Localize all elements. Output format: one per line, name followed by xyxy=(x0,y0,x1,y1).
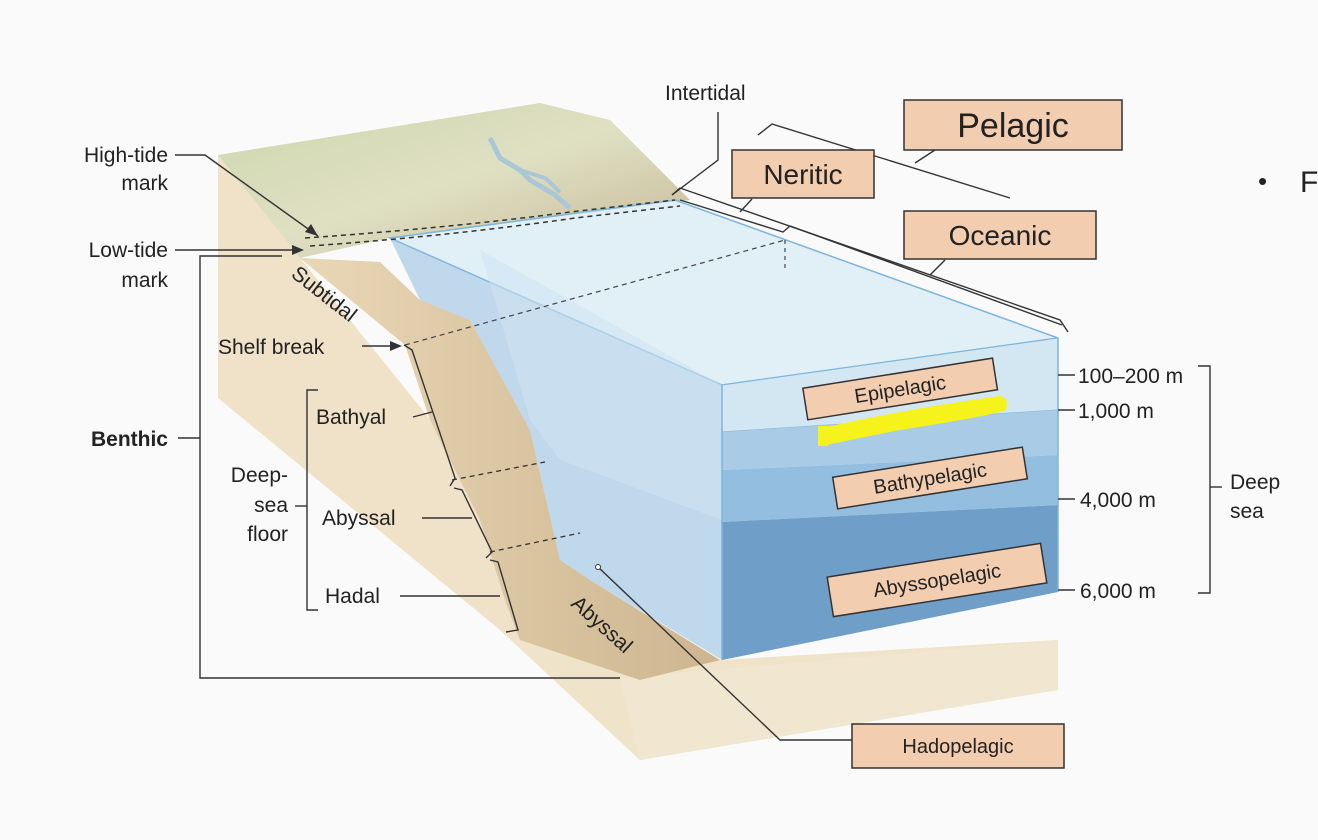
pelagic-box: Pelagic xyxy=(903,99,1123,151)
pelagic-text: Pelagic xyxy=(957,107,1069,145)
depth-4000: 4,000 m xyxy=(1080,489,1156,512)
neritic-text: Neritic xyxy=(763,159,842,190)
depth-1000: 1,000 m xyxy=(1078,400,1154,423)
continental-slope xyxy=(300,258,720,680)
cut-off-letter: F xyxy=(1300,166,1318,199)
benthic-label: Benthic xyxy=(91,428,168,451)
deep-sea-floor-label-2: sea xyxy=(254,494,288,517)
bullet-glyph: • xyxy=(1258,166,1267,196)
abyssal-label: Abyssal xyxy=(322,507,396,530)
high-tide-label-2: mark xyxy=(121,172,168,195)
oceanic-box: Oceanic xyxy=(903,210,1097,260)
hadal-label: Hadal xyxy=(325,585,380,608)
high-tide-label-1: High-tide xyxy=(84,144,168,167)
low-tide-label-1: Low-tide xyxy=(89,239,168,262)
deep-sea-right-label-2: sea xyxy=(1230,500,1264,523)
oceanic-text: Oceanic xyxy=(949,220,1052,251)
depth-100-200: 100–200 m xyxy=(1078,365,1183,388)
bathyal-label: Bathyal xyxy=(316,406,386,429)
low-tide-label-2: mark xyxy=(121,269,168,292)
deep-sea-floor-label-3: floor xyxy=(247,523,288,546)
hadopelagic-text: Hadopelagic xyxy=(902,736,1013,758)
deep-sea-floor-label-1: Deep- xyxy=(231,464,288,487)
intertidal-label: Intertidal xyxy=(665,82,746,105)
yellow-highlight xyxy=(818,396,1008,446)
deep-sea-right-label-1: Deep xyxy=(1230,471,1280,494)
land-surface xyxy=(218,103,690,258)
depth-6000: 6,000 m xyxy=(1080,580,1156,603)
hadopelagic-box: Hadopelagic xyxy=(851,723,1065,769)
neritic-box: Neritic xyxy=(731,149,875,199)
shelf-break-label: Shelf break xyxy=(218,336,325,359)
